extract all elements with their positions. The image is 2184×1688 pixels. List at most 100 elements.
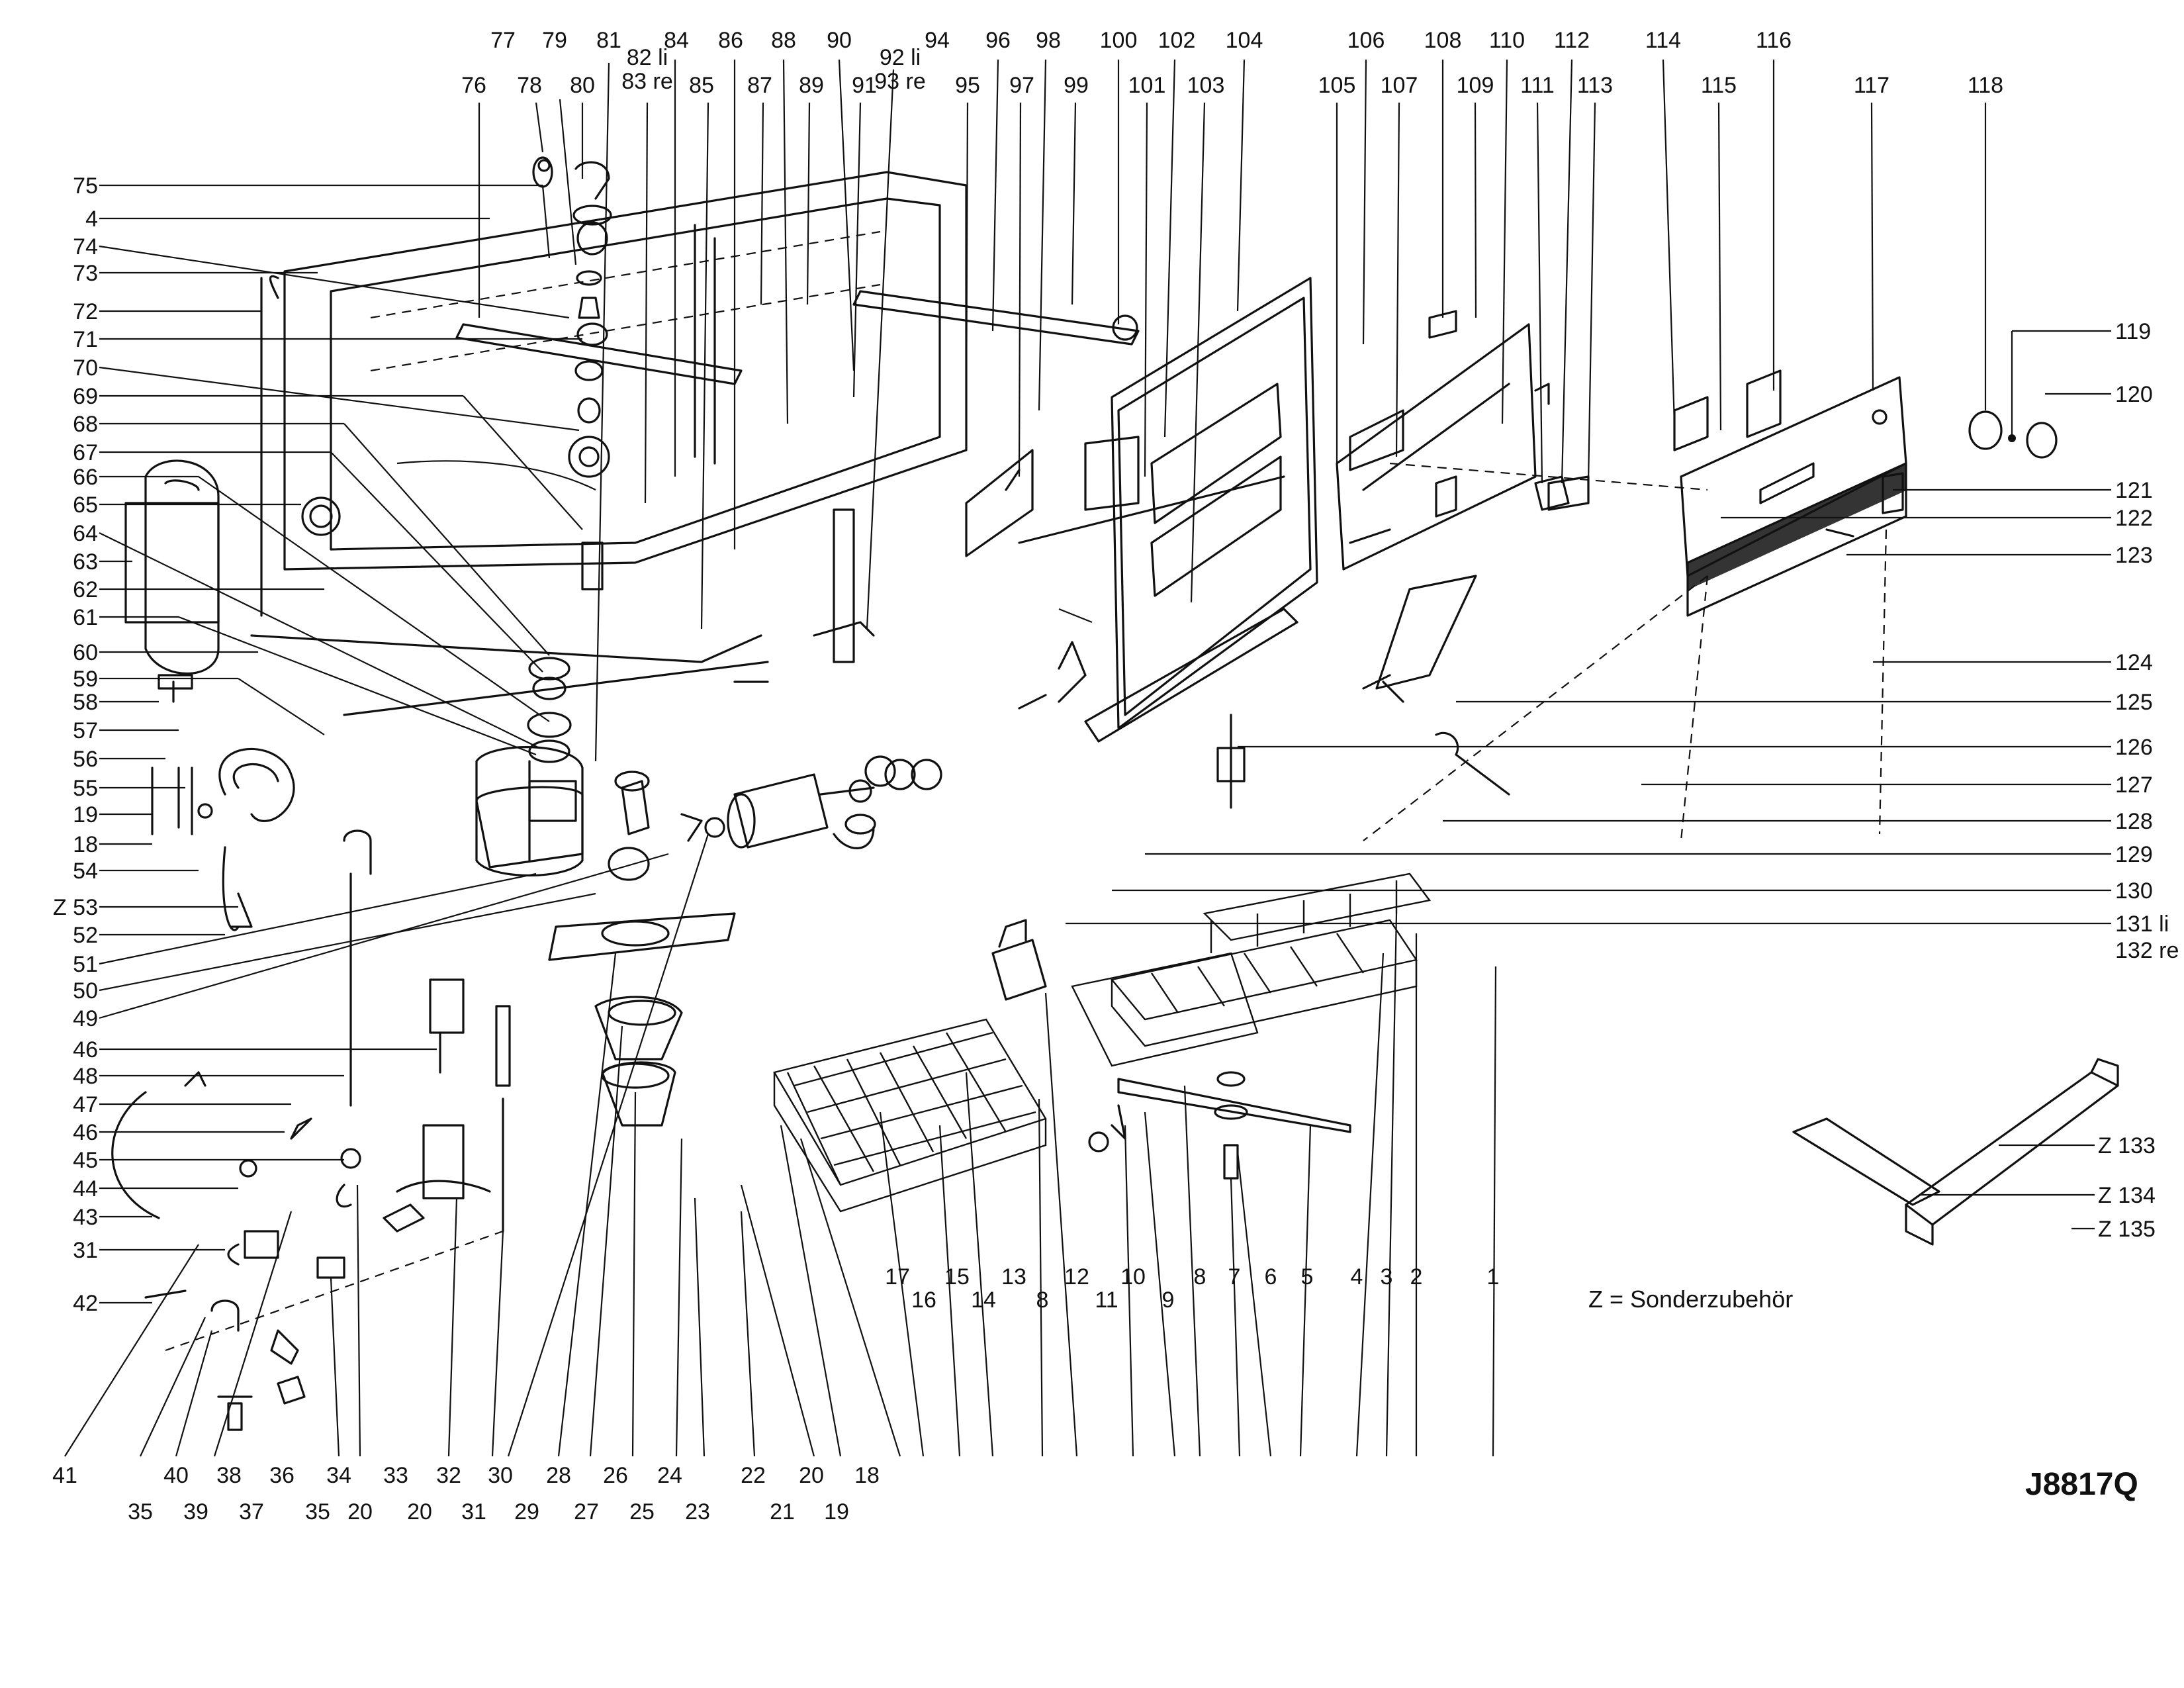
label-33: 33 bbox=[383, 1463, 408, 1488]
leader-lines bbox=[64, 59, 2111, 1457]
label-69: 69 bbox=[73, 384, 98, 409]
plinth-accessory bbox=[1792, 1058, 2119, 1246]
label-35-b: 35 bbox=[305, 1499, 330, 1524]
label-106: 106 bbox=[1347, 28, 1385, 53]
label-z133: Z 133 bbox=[2098, 1133, 2156, 1158]
label-3: 3 bbox=[1381, 1264, 1393, 1289]
label-63: 63 bbox=[73, 549, 98, 575]
label-24: 24 bbox=[657, 1463, 682, 1488]
label-17: 17 bbox=[885, 1264, 910, 1289]
label-113: 113 bbox=[1577, 73, 1613, 98]
label-116: 116 bbox=[1756, 28, 1792, 53]
label-73: 73 bbox=[73, 261, 98, 286]
door-hinges bbox=[1216, 575, 1510, 809]
label-4-top: 4 bbox=[85, 207, 98, 232]
label-81: 81 bbox=[596, 28, 621, 53]
label-121: 121 bbox=[2115, 478, 2153, 503]
label-2: 2 bbox=[1410, 1264, 1423, 1289]
label-70: 70 bbox=[73, 355, 98, 381]
label-38: 38 bbox=[216, 1463, 242, 1488]
label-43: 43 bbox=[73, 1205, 98, 1230]
label-13: 13 bbox=[1001, 1264, 1026, 1289]
label-61: 61 bbox=[73, 605, 98, 630]
label-120: 120 bbox=[2115, 382, 2153, 407]
label-118: 118 bbox=[1968, 73, 2003, 98]
label-23: 23 bbox=[685, 1499, 710, 1524]
tub-assembly bbox=[144, 171, 968, 716]
label-114: 114 bbox=[1645, 28, 1681, 53]
label-z53: Z 53 bbox=[53, 895, 98, 920]
label-19-left: 19 bbox=[73, 802, 98, 827]
label-6: 6 bbox=[1265, 1264, 1277, 1289]
label-34: 34 bbox=[326, 1463, 351, 1488]
label-79: 79 bbox=[542, 28, 567, 53]
label-68: 68 bbox=[73, 412, 98, 437]
label-98: 98 bbox=[1036, 28, 1061, 53]
label-41: 41 bbox=[52, 1463, 77, 1488]
label-28: 28 bbox=[546, 1463, 571, 1488]
label-z134: Z 134 bbox=[2098, 1183, 2156, 1208]
part-labels: 75 4 74 73 72 71 70 69 68 67 66 65 64 63… bbox=[52, 28, 2179, 1524]
label-32: 32 bbox=[436, 1463, 461, 1488]
label-26: 26 bbox=[603, 1463, 628, 1488]
label-31-left: 31 bbox=[73, 1238, 98, 1263]
label-54: 54 bbox=[73, 859, 98, 884]
label-102: 102 bbox=[1158, 28, 1196, 53]
label-99: 99 bbox=[1064, 73, 1089, 98]
label-4-bottom: 4 bbox=[1351, 1264, 1363, 1289]
label-77: 77 bbox=[490, 28, 516, 53]
label-22: 22 bbox=[741, 1463, 766, 1488]
drain-hose-group bbox=[151, 674, 295, 931]
control-panel bbox=[1363, 369, 2058, 841]
door-assembly bbox=[965, 277, 1318, 743]
label-97: 97 bbox=[1009, 73, 1034, 98]
label-103: 103 bbox=[1187, 73, 1225, 98]
label-42: 42 bbox=[73, 1291, 98, 1316]
label-30: 30 bbox=[488, 1463, 513, 1488]
label-117: 117 bbox=[1854, 73, 1889, 98]
label-86: 86 bbox=[718, 28, 743, 53]
label-50: 50 bbox=[73, 978, 98, 1004]
label-7: 7 bbox=[1228, 1264, 1241, 1289]
lower-racks bbox=[773, 872, 1432, 1213]
label-47: 47 bbox=[73, 1092, 98, 1117]
label-84: 84 bbox=[664, 28, 689, 53]
label-51: 51 bbox=[73, 952, 98, 977]
label-132re: 132 re bbox=[2115, 938, 2179, 963]
label-5: 5 bbox=[1301, 1264, 1314, 1289]
label-128: 128 bbox=[2115, 809, 2153, 834]
upper-spray-arm-group bbox=[455, 156, 1140, 590]
label-78: 78 bbox=[517, 73, 542, 98]
label-83re: 83 re bbox=[621, 69, 673, 94]
label-35-a: 35 bbox=[128, 1499, 153, 1524]
label-90: 90 bbox=[827, 28, 852, 53]
label-112: 112 bbox=[1554, 28, 1590, 53]
label-80: 80 bbox=[570, 73, 595, 98]
label-29: 29 bbox=[514, 1499, 539, 1524]
label-119: 119 bbox=[2115, 319, 2151, 344]
label-88: 88 bbox=[771, 28, 796, 53]
label-46-b: 46 bbox=[73, 1120, 98, 1145]
label-96: 96 bbox=[985, 28, 1011, 53]
label-10: 10 bbox=[1120, 1264, 1146, 1289]
label-46-a: 46 bbox=[73, 1037, 98, 1062]
label-15: 15 bbox=[944, 1264, 970, 1289]
drawing-code: J8817Q bbox=[2025, 1467, 2138, 1502]
label-14: 14 bbox=[971, 1288, 996, 1313]
label-105: 105 bbox=[1318, 73, 1356, 98]
label-123: 123 bbox=[2115, 543, 2153, 568]
label-1: 1 bbox=[1487, 1264, 1500, 1289]
label-20-a: 20 bbox=[347, 1499, 373, 1524]
label-125: 125 bbox=[2115, 690, 2153, 715]
label-21: 21 bbox=[770, 1499, 795, 1524]
label-129: 129 bbox=[2115, 842, 2153, 867]
label-52: 52 bbox=[73, 923, 98, 948]
label-74: 74 bbox=[73, 234, 98, 259]
label-18-left: 18 bbox=[73, 832, 98, 857]
label-75: 75 bbox=[73, 173, 98, 199]
label-87: 87 bbox=[747, 73, 772, 98]
label-45: 45 bbox=[73, 1148, 98, 1173]
label-94: 94 bbox=[925, 28, 950, 53]
label-44: 44 bbox=[73, 1176, 98, 1201]
